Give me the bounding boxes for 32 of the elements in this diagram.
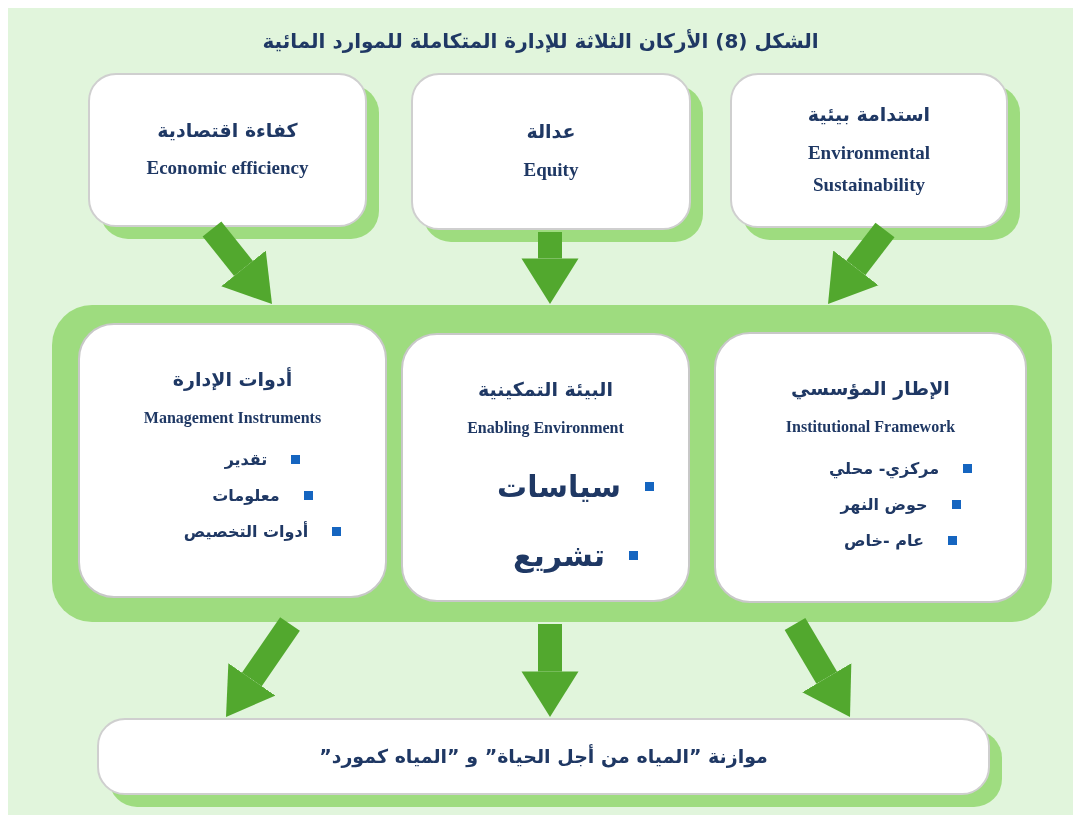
group-band bbox=[52, 305, 1052, 622]
heading-english: Equity bbox=[522, 157, 580, 182]
arrow bbox=[226, 617, 300, 717]
heading-english: Enabling Environment bbox=[467, 417, 624, 439]
arrow bbox=[784, 617, 852, 717]
heading-arabic: عدالة bbox=[526, 119, 576, 145]
heading-english: Institutional Framework bbox=[785, 416, 956, 437]
outcome-text: موازنة ”المياه من أجل الحياة” و ”المياه كمورد” bbox=[319, 743, 768, 770]
pillar-card bbox=[714, 332, 1027, 603]
heading-english: Management Instruments bbox=[143, 407, 322, 429]
arrow bbox=[202, 221, 272, 304]
bullet-item: تقدير bbox=[224, 448, 268, 471]
bullet-item: معلومات bbox=[212, 484, 280, 507]
bullet-item: تشريع bbox=[512, 536, 606, 575]
heading-english: Economic efficiency bbox=[145, 156, 310, 181]
heading-arabic: استدامة بيئية bbox=[807, 102, 931, 128]
bullet-item: أدوات التخصيص bbox=[183, 520, 309, 543]
bullet-item: مركزي- محلي bbox=[828, 457, 940, 481]
arrow bbox=[828, 222, 895, 304]
heading-english: Environmental Sustainability bbox=[806, 140, 932, 197]
pillar-card bbox=[401, 333, 690, 602]
diagram-title: الشكل (8) الأركان الثلاثة للإدارة المتكاملة للموارد المائية bbox=[261, 28, 820, 55]
heading-arabic: كفاءة اقتصادية bbox=[157, 117, 298, 143]
bullet-item: عام -خاص bbox=[844, 529, 924, 552]
bullet-item: سياسات bbox=[497, 467, 621, 506]
arrow bbox=[521, 232, 579, 304]
heading-arabic: البيئة التمكينية bbox=[477, 377, 613, 402]
bullet-item: حوض النهر bbox=[840, 493, 928, 516]
heading-arabic: الإطار المؤسسي bbox=[791, 376, 950, 402]
pillar-card bbox=[78, 323, 387, 598]
heading-arabic: أدوات الإدارة bbox=[172, 366, 293, 393]
arrow bbox=[521, 624, 579, 717]
